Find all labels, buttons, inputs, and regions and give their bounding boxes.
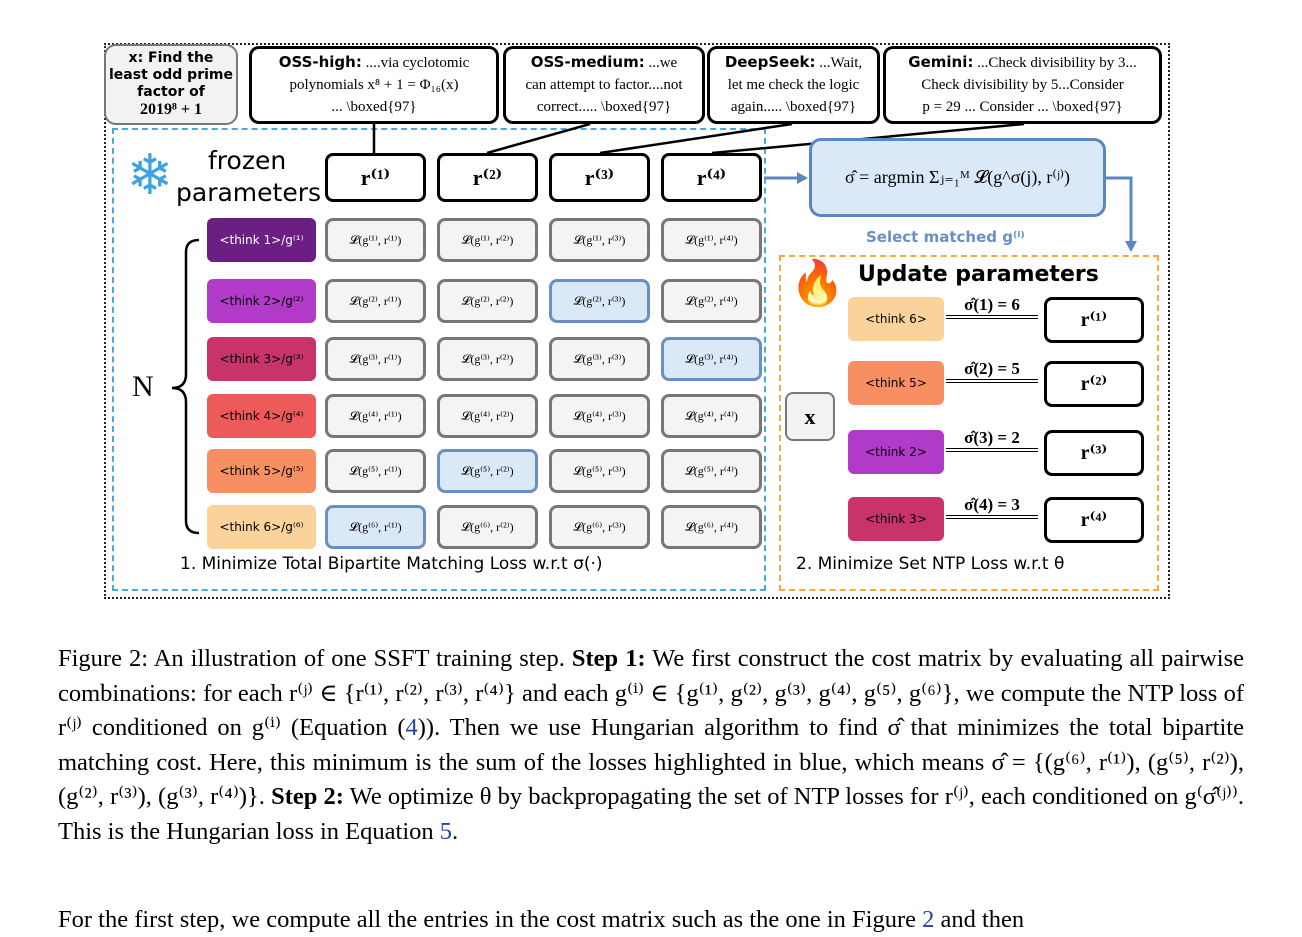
caption-text: We optimize θ by backpropagating the set…: [58, 783, 1244, 845]
question-expression: 2019⁸ + 1: [140, 101, 202, 118]
frozen-label: frozen: [208, 146, 287, 175]
question-line: least odd prime: [109, 67, 233, 83]
assignment-think-tag: <think 6>: [848, 297, 944, 341]
model-name: Gemini:: [908, 53, 974, 71]
think-label: <think 1>/g⁽¹⁾: [207, 218, 316, 262]
think-label: <think 3>/g⁽³⁾: [207, 337, 316, 381]
assignment-think-tag: <think 2>: [848, 430, 944, 474]
x-input-box: x: [785, 392, 835, 441]
figure-outer-frame: [104, 43, 1170, 599]
model-text: ...we: [644, 55, 678, 71]
matrix-cell: 𝓛(g⁽⁵⁾, r⁽¹⁾): [325, 449, 426, 493]
matrix-cell: 𝓛(g⁽⁴⁾, r⁽⁴⁾): [661, 394, 762, 438]
assignment-response-box: r⁽²⁾: [1044, 361, 1144, 407]
assignment-sigma: σ̂(4) = 3: [946, 495, 1038, 519]
matrix-cell: 𝓛(g⁽⁵⁾, r⁽³⁾): [549, 449, 650, 493]
model-text: ... \boxed{97}: [331, 99, 417, 115]
matrix-cell-highlighted: 𝓛(g⁽⁶⁾, r⁽¹⁾): [325, 505, 426, 549]
question-line: x: Find the: [128, 50, 214, 66]
question-line: factor of: [137, 84, 205, 100]
matrix-cell: 𝓛(g⁽⁶⁾, r⁽⁴⁾): [661, 505, 762, 549]
fire-icon: 🔥: [790, 258, 845, 309]
matrix-cell: 𝓛(g⁽¹⁾, r⁽²⁾): [437, 218, 538, 262]
think-label: <think 2>/g⁽²⁾: [207, 279, 316, 323]
model-box-oss-medium: OSS-medium: ...we can attempt to factor.…: [503, 46, 705, 124]
model-text: can attempt to factor....not: [525, 77, 683, 93]
model-text: ....via cyclotomic: [361, 55, 470, 71]
assignment-think-tag: <think 5>: [848, 361, 944, 405]
matrix-cell: 𝓛(g⁽⁵⁾, r⁽⁴⁾): [661, 449, 762, 493]
assignment-sigma: σ̂(2) = 5: [946, 359, 1038, 383]
caption-text: )). Then we use Hungarian algorithm to f…: [58, 714, 1244, 810]
model-text: ...Wait,: [815, 55, 863, 71]
figure-caption: Figure 2: An illustration of one SSFT tr…: [58, 642, 1244, 849]
parameters-label: parameters: [176, 178, 322, 207]
assignment-response-box: r⁽³⁾: [1044, 430, 1144, 476]
sigma-formula: σ̂ = argmin Σⱼ₌₁ᴹ 𝓛(g^σ(j), r⁽ʲ⁾): [844, 167, 1071, 187]
assignment-response-box: r⁽⁴⁾: [1044, 497, 1144, 543]
step2-label: 2. Minimize Set NTP Loss w.r.t θ: [796, 554, 1065, 574]
n-label: N: [132, 370, 154, 403]
matrix-cell-highlighted: 𝓛(g⁽⁵⁾, r⁽²⁾): [437, 449, 538, 493]
model-text: again..... \boxed{97}: [730, 99, 857, 115]
model-name: OSS-medium:: [530, 53, 645, 71]
think-label: <think 5>/g⁽⁵⁾: [207, 449, 316, 493]
assignment-response-box: r⁽¹⁾: [1044, 297, 1144, 343]
matrix-cell: 𝓛(g⁽²⁾, r⁽⁴⁾): [661, 279, 762, 323]
response-box: r⁽¹⁾: [325, 153, 426, 202]
assignment-sigma: σ̂(3) = 2: [946, 428, 1038, 452]
model-text: Check divisibility by 5...Consider: [921, 77, 1124, 93]
matrix-cell: 𝓛(g⁽⁴⁾, r⁽¹⁾): [325, 394, 426, 438]
body-text-line: For the first step, we compute all the e…: [58, 903, 1244, 937]
matrix-cell: 𝓛(g⁽¹⁾, r⁽⁴⁾): [661, 218, 762, 262]
matrix-cell: 𝓛(g⁽¹⁾, r⁽¹⁾): [325, 218, 426, 262]
matrix-cell-highlighted: 𝓛(g⁽²⁾, r⁽³⁾): [549, 279, 650, 323]
step2-frame: [779, 255, 1159, 591]
model-text: correct..... \boxed{97}: [536, 99, 672, 115]
response-box: r⁽²⁾: [437, 153, 538, 202]
matrix-cell: 𝓛(g⁽⁶⁾, r⁽³⁾): [549, 505, 650, 549]
model-name: OSS-high:: [278, 53, 362, 71]
think-label: <think 6>/g⁽⁶⁾: [207, 505, 316, 549]
matrix-cell-highlighted: 𝓛(g⁽³⁾, r⁽⁴⁾): [661, 337, 762, 381]
question-box: x: Find the least odd prime factor of 20…: [104, 44, 238, 125]
caption-text: We first construct the cost matrix by ev…: [58, 645, 1245, 741]
model-name: DeepSeek:: [724, 53, 816, 71]
matrix-cell: 𝓛(g⁽¹⁾, r⁽³⁾): [549, 218, 650, 262]
assignment-sigma: σ̂(1) = 6: [946, 295, 1038, 319]
snowflake-icon: ❄: [126, 143, 174, 208]
model-text: p = 29 ... Consider ... \boxed{97}: [922, 99, 1123, 115]
response-box: r⁽³⁾: [549, 153, 650, 202]
think-label: <think 4>/g⁽⁴⁾: [207, 394, 316, 438]
model-text: ...Check divisibility by 3...: [973, 55, 1137, 71]
assignment-think-tag: <think 3>: [848, 497, 944, 541]
step1-frame: [112, 128, 766, 591]
caption-step2: Step 2:: [271, 783, 344, 810]
caption-text: .: [452, 817, 459, 845]
matrix-cell: 𝓛(g⁽³⁾, r⁽²⁾): [437, 337, 538, 381]
sigma-formula-box: σ̂ = argmin Σⱼ₌₁ᴹ 𝓛(g^σ(j), r⁽ʲ⁾): [809, 138, 1106, 217]
model-text: polynomials x⁸ + 1 = Φ₁₆(x): [289, 77, 459, 93]
step1-label: 1. Minimize Total Bipartite Matching Los…: [180, 554, 603, 574]
matrix-cell: 𝓛(g⁽⁶⁾, r⁽²⁾): [437, 505, 538, 549]
model-box-deepseek: DeepSeek: ...Wait, let me check the logi…: [707, 46, 880, 124]
response-box: r⁽⁴⁾: [661, 153, 762, 202]
select-matched-label: Select matched g⁽ⁱ⁾: [866, 228, 1025, 246]
matrix-cell: 𝓛(g⁽³⁾, r⁽³⁾): [549, 337, 650, 381]
equation-link[interactable]: 5: [439, 817, 452, 845]
matrix-cell: 𝓛(g⁽²⁾, r⁽²⁾): [437, 279, 538, 323]
caption-step1: Step 1:: [571, 645, 646, 672]
model-box-gemini: Gemini: ...Check divisibility by 3... Ch…: [883, 46, 1162, 124]
matrix-cell: 𝓛(g⁽⁴⁾, r⁽²⁾): [437, 394, 538, 438]
connector-lines: [171, 122, 1137, 535]
update-parameters-label: Update parameters: [858, 262, 1099, 287]
model-text: let me check the logic: [727, 77, 860, 93]
matrix-cell: 𝓛(g⁽⁴⁾, r⁽³⁾): [549, 394, 650, 438]
caption-text: Figure 2: An illustration of one SSFT tr…: [58, 645, 572, 672]
matrix-cell: 𝓛(g⁽³⁾, r⁽¹⁾): [325, 337, 426, 381]
model-box-oss-high: OSS-high: ....via cyclotomic polynomials…: [249, 46, 499, 124]
equation-link[interactable]: 4: [405, 714, 418, 741]
matrix-cell: 𝓛(g⁽²⁾, r⁽¹⁾): [325, 279, 426, 323]
